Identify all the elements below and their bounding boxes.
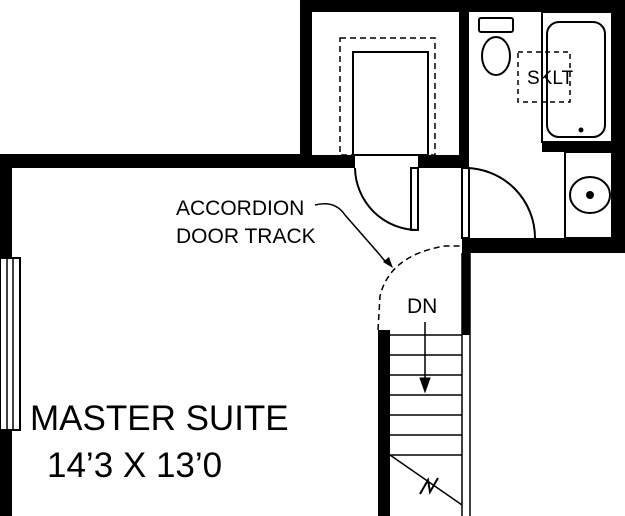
stair-direction-arrow: [419, 322, 431, 394]
wall-suite-north: [0, 154, 305, 168]
stairs-direction-label: DN: [407, 295, 437, 318]
wall-closet-east: [459, 0, 469, 168]
wall-stair-west: [378, 330, 390, 516]
closet-hatch: [339, 37, 436, 156]
accordion-leader: [314, 203, 391, 266]
wall-stair-east: [462, 253, 470, 335]
wall-closet-south-left: [300, 155, 355, 168]
accordion-leader-arrow: [383, 257, 393, 268]
room-name-master-suite: MASTER SUITE: [30, 399, 289, 438]
wall-closet-west: [300, 0, 312, 168]
vanity: [564, 151, 613, 239]
stairs: [389, 253, 471, 516]
wall-closet-south-right: [418, 155, 469, 168]
closet-door: [354, 167, 419, 231]
skylight-label: SKLT: [527, 68, 574, 89]
bathroom-door: [461, 167, 536, 239]
accordion-label-line2: DOOR TRACK: [176, 225, 316, 248]
window-west: [0, 257, 21, 431]
wall-bath-east: [612, 0, 625, 253]
wall-bath-south: [462, 238, 625, 253]
skylight-outline: [517, 51, 571, 103]
toilet: [478, 17, 514, 76]
accordion-door-track: [377, 245, 462, 331]
bathtub: [541, 11, 613, 152]
room-dimensions-master-suite: 14’3 X 13’0: [47, 446, 222, 485]
accordion-label-line1: ACCORDION: [176, 197, 304, 220]
wall-bath-west-stub: [462, 155, 469, 177]
